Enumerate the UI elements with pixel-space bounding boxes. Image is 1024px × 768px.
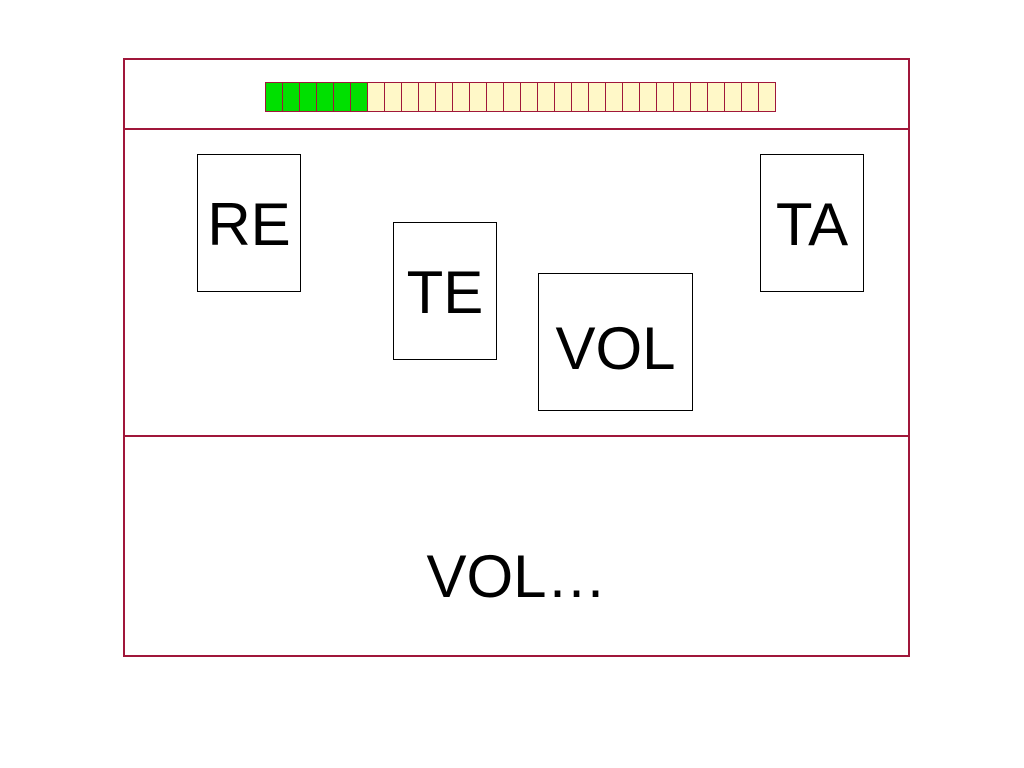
syllable-card-re[interactable]: RE [197, 154, 301, 292]
syllable-card-label: RE [207, 191, 291, 258]
progress-cell-empty [368, 82, 385, 112]
answer-word: VOL… [426, 543, 607, 610]
progress-cell-empty [674, 82, 691, 112]
answer-area: VOL… [125, 437, 908, 655]
game-frame: RE TE VOL TA VOL… [123, 58, 910, 657]
progress-cell-empty [572, 82, 589, 112]
progress-bar [265, 82, 776, 112]
progress-row [125, 60, 908, 130]
progress-cell-filled [283, 82, 300, 112]
progress-cell-empty [470, 82, 487, 112]
progress-cell-filled [266, 82, 283, 112]
syllable-card-label: TE [406, 259, 484, 326]
progress-cell-empty [657, 82, 674, 112]
progress-cell-empty [640, 82, 657, 112]
progress-cell-filled [317, 82, 334, 112]
progress-cell-empty [589, 82, 606, 112]
progress-cell-empty [385, 82, 402, 112]
progress-cell-empty [419, 82, 436, 112]
progress-cell-filled [300, 82, 317, 112]
progress-cell-empty [453, 82, 470, 112]
progress-cell-empty [436, 82, 453, 112]
progress-cell-filled [351, 82, 368, 112]
progress-cell-empty [487, 82, 504, 112]
syllable-card-vol[interactable]: VOL [538, 273, 693, 411]
syllable-card-label: TA [775, 191, 849, 258]
progress-cell-empty [708, 82, 725, 112]
syllable-card-te[interactable]: TE [393, 222, 497, 360]
syllable-card-area: RE TE VOL TA [125, 130, 908, 437]
progress-cell-empty [538, 82, 555, 112]
progress-cell-empty [402, 82, 419, 112]
progress-cell-empty [725, 82, 742, 112]
syllable-card-label: VOL [555, 315, 676, 382]
progress-cell-empty [742, 82, 759, 112]
progress-cell-empty [759, 82, 776, 112]
progress-cell-filled [334, 82, 351, 112]
progress-cell-empty [691, 82, 708, 112]
progress-cell-empty [606, 82, 623, 112]
syllable-card-ta[interactable]: TA [760, 154, 864, 292]
progress-cell-empty [521, 82, 538, 112]
progress-cell-empty [623, 82, 640, 112]
progress-cell-empty [504, 82, 521, 112]
progress-cell-empty [555, 82, 572, 112]
